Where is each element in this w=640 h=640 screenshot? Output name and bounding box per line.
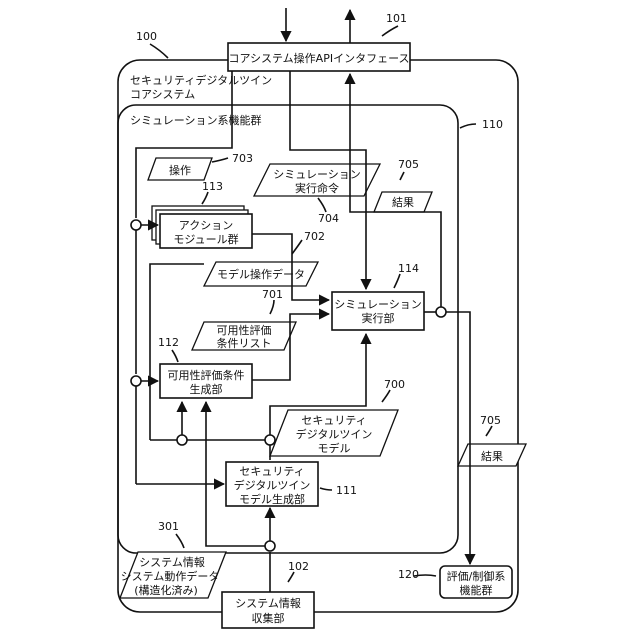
result-inner-label: 結果 (392, 195, 414, 209)
junction (131, 376, 141, 386)
avail-list-line1: 可用性評価 (217, 323, 272, 337)
junction (436, 307, 446, 317)
ref-704: 704 (318, 212, 339, 225)
api-interface-label: コアシステム操作APIインタフェース (228, 51, 409, 65)
ref-703: 703 (232, 152, 253, 165)
avail-gen-line1: 可用性評価条件 (168, 368, 245, 382)
sim-command-line1: シミュレーション (273, 168, 361, 181)
ref-102: 102 (288, 560, 309, 573)
ref-701: 701 (262, 288, 283, 301)
leader-line (288, 572, 294, 582)
eval-group-line1: 評価/制御系 (447, 569, 506, 583)
dt-model-line2: デジタルツイン (296, 427, 373, 441)
leader-line (176, 534, 184, 548)
sys-info-line2: システム動作データ (121, 569, 220, 583)
connector (150, 264, 204, 440)
action-modules-line1: アクション (179, 219, 233, 232)
dt-gen-line2: デジタルツイン (234, 478, 311, 492)
core-system-label-1: セキュリティデジタルツイン (130, 73, 272, 87)
leader-line (394, 274, 400, 288)
sys-info-line1: システム情報 (139, 556, 205, 569)
leader-line (292, 240, 302, 254)
leader-line (460, 124, 476, 128)
eval-group-line2: 機能群 (460, 583, 493, 597)
ref-113: 113 (202, 180, 223, 193)
action-modules-line2: モジュール群 (173, 232, 238, 246)
junction (131, 220, 141, 230)
ref-110: 110 (482, 118, 503, 131)
leader-line (150, 44, 168, 58)
leader-line (212, 158, 228, 162)
leader-line (400, 172, 404, 180)
leader-line (202, 192, 208, 204)
simulation-group-label: シミュレーション系機能群 (130, 113, 262, 127)
leader-line (414, 575, 436, 576)
ref-101: 101 (386, 12, 407, 25)
leader-line (318, 198, 326, 212)
sys-info-line3: (構造化済み) (134, 583, 198, 597)
ref-111: 111 (336, 484, 357, 497)
sim-command-line2: 実行命令 (295, 181, 339, 195)
sim-executor-line1: シミュレーション (334, 298, 422, 311)
junction (265, 435, 275, 445)
dt-gen-line3: モデル生成部 (239, 492, 305, 506)
operation-label: 操作 (169, 163, 191, 177)
dt-gen-line1: セキュリティ (239, 465, 304, 478)
sys-collector-line2: 収集部 (252, 611, 285, 625)
ref-100: 100 (136, 30, 157, 43)
leader-line (320, 488, 332, 490)
leader-line (486, 426, 492, 436)
leader-line (172, 350, 178, 362)
leader-line (382, 26, 398, 36)
ref-700: 700 (384, 378, 405, 391)
dt-model-line1: セキュリティ (301, 414, 366, 427)
ref-705-inner: 705 (398, 158, 419, 171)
core-system-label-2: コアシステム (130, 88, 195, 101)
avail-gen-line2: 生成部 (190, 382, 223, 396)
avail-list-line2: 条件リスト (217, 336, 272, 350)
ref-120: 120 (398, 568, 419, 581)
junction (265, 541, 275, 551)
sim-executor-line2: 実行部 (362, 311, 395, 325)
leader-line (270, 300, 274, 314)
ref-702: 702 (304, 230, 325, 243)
result-outer-label: 結果 (481, 449, 503, 463)
junction (177, 435, 187, 445)
sys-collector-line1: システム情報 (235, 597, 301, 610)
leader-line (382, 390, 390, 402)
ref-301: 301 (158, 520, 179, 533)
ref-114: 114 (398, 262, 419, 275)
ref-112: 112 (158, 336, 179, 349)
ref-705-outer: 705 (480, 414, 501, 427)
dt-model-line3: モデル (318, 441, 351, 455)
